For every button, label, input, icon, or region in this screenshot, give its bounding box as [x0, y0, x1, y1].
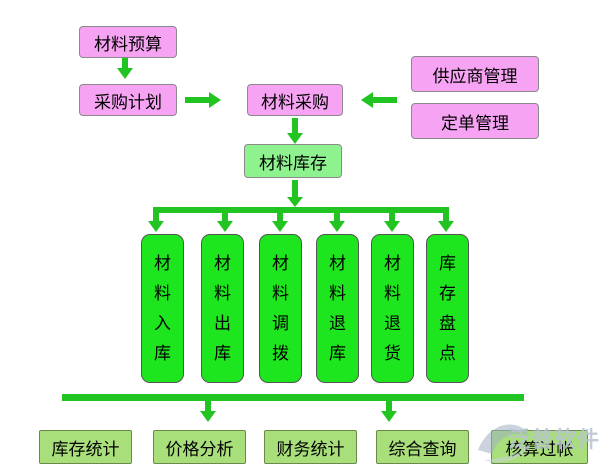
column-material-inbound: 材 料 入 库: [141, 234, 184, 383]
column-char: 料: [272, 283, 289, 304]
column-char: 材: [329, 253, 346, 274]
column-char: 出: [214, 313, 231, 334]
column-char: 盘: [439, 313, 456, 334]
column-char: 料: [154, 283, 171, 304]
node-purchase-plan: 采购计划: [79, 84, 177, 116]
column-char: 材: [384, 253, 401, 274]
column-char: 库: [439, 253, 456, 274]
arrow-purchase-to-inventory: [292, 118, 298, 134]
column-char: 库: [214, 343, 231, 364]
report-financial-statistics: 财务统计: [264, 430, 357, 464]
report-comprehensive-query: 综合查询: [376, 430, 469, 464]
column-char: 料: [384, 283, 401, 304]
column-char: 存: [439, 283, 456, 304]
column-char: 调: [272, 313, 289, 334]
column-char: 点: [439, 343, 456, 364]
column-material-return-to-stock: 材 料 退 库: [316, 234, 359, 383]
watermark-text: 泛普软件: [508, 428, 600, 453]
column-material-transfer: 材 料 调 拨: [259, 234, 302, 383]
column-char: 料: [329, 283, 346, 304]
node-material-budget: 材料预算: [79, 26, 177, 58]
report-price-analysis: 价格分析: [153, 430, 246, 464]
watermark-logo-icon: [478, 424, 530, 463]
column-char: 入: [154, 313, 171, 334]
report-inventory-statistics: 库存统计: [39, 430, 132, 464]
column-char: 库: [154, 343, 171, 364]
column-char: 料: [214, 283, 231, 304]
top-bus: [153, 207, 449, 213]
bottom-bus: [62, 394, 524, 401]
node-material-inventory: 材料库存: [244, 144, 342, 178]
arrow-budget-to-plan: [122, 57, 128, 69]
column-stock-taking: 库 存 盘 点: [426, 234, 469, 383]
column-material-outbound: 材 料 出 库: [201, 234, 244, 383]
arrow-plan-to-purchase: [185, 97, 210, 103]
column-char: 材: [214, 253, 231, 274]
column-char: 库: [329, 343, 346, 364]
column-char: 材: [154, 253, 171, 274]
column-char: 退: [384, 313, 401, 334]
node-order-management: 定单管理: [411, 103, 539, 139]
node-supplier-management: 供应商管理: [411, 56, 539, 92]
node-material-purchase: 材料采购: [247, 84, 343, 116]
column-char: 退: [329, 313, 346, 334]
column-material-return-goods: 材 料 退 货: [371, 234, 414, 383]
column-char: 拨: [272, 343, 289, 364]
column-char: 货: [384, 343, 401, 364]
arrow-supplier-to-purchase: [372, 97, 397, 103]
column-char: 材: [272, 253, 289, 274]
